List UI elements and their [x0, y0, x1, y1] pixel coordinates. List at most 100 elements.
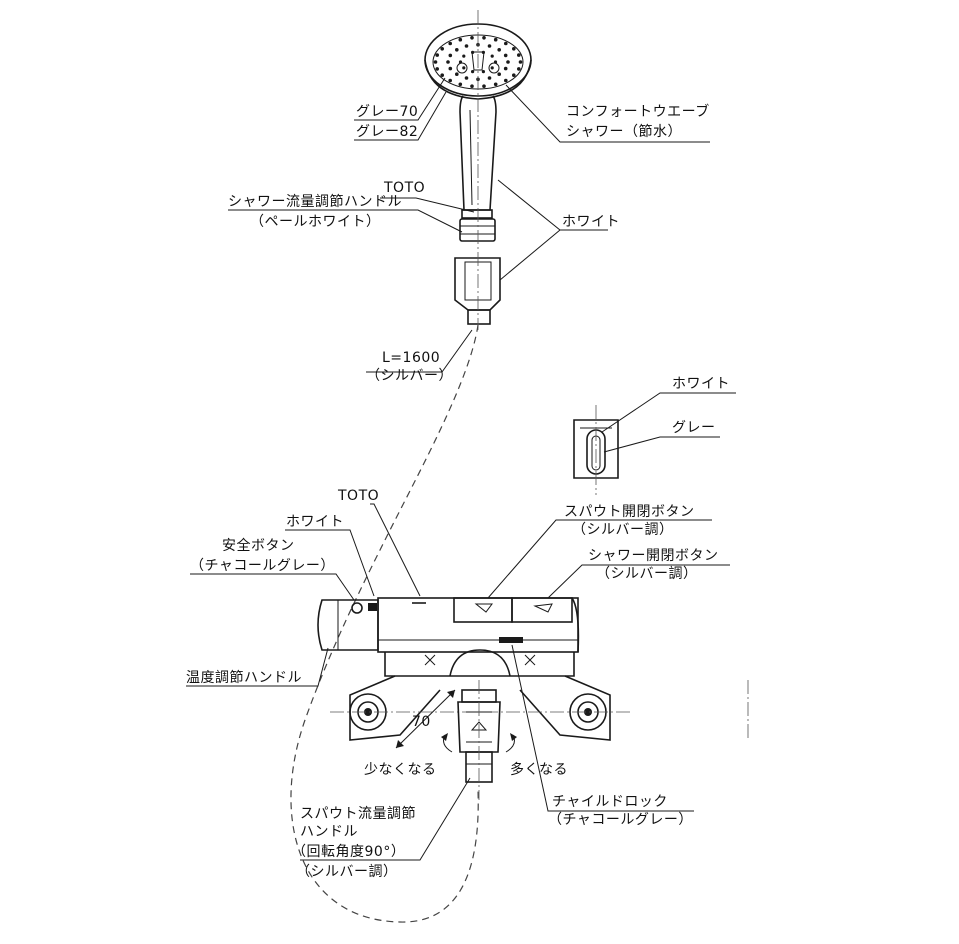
leader-lines [186, 77, 736, 861]
nozzle-dot [490, 66, 494, 70]
nozzle-dot [448, 66, 453, 71]
label-spout-flow-handle: スパウト流量調節 [300, 806, 416, 822]
label-child-lock-sub: （チャコールグレー） [548, 812, 693, 828]
label-safety-button-sub: （チャコールグレー） [190, 558, 335, 574]
holder-detail-body [573, 419, 619, 479]
shower-holder-upper [454, 257, 501, 325]
spout-neck [449, 649, 511, 677]
left-elbow-body [349, 675, 441, 741]
shower-hose [290, 324, 479, 923]
label-shower-flow-handle-sub: （ペールホワイト） [250, 214, 381, 230]
spout-flow-handle [457, 701, 501, 753]
nozzle-dot [448, 53, 453, 58]
shower-button [511, 597, 573, 623]
nozzle-dot [503, 66, 508, 71]
leader-spout-flow [300, 777, 471, 861]
shower-center-mark [471, 51, 485, 71]
label-temperature-handle: 温度調節ハンドル [186, 670, 302, 686]
leader-child-lock [511, 644, 694, 812]
label-grey82: グレー82 [356, 124, 419, 140]
leader-hose [366, 329, 473, 373]
body-end-cap [571, 597, 580, 653]
leader-comfort [505, 84, 710, 143]
nozzle-dot [493, 37, 498, 42]
label-spout-flow-handle-4: （シルバー調） [296, 864, 398, 880]
shower-flow-handle [459, 218, 496, 242]
label-hose-length-sub: （シルバー） [366, 368, 453, 384]
nozzle-dot [512, 47, 516, 51]
safety-button [351, 602, 363, 614]
leader-grey70 [354, 77, 446, 121]
leader-holder-white [601, 392, 736, 433]
nozzle-dot [462, 66, 466, 70]
label-comfort-wave-sub: シャワー（節水） [566, 124, 682, 140]
nozzle-dot [458, 37, 463, 42]
rotate-less-arrowhead [441, 733, 448, 741]
nozzle-dot [504, 78, 508, 83]
nozzle-dot [455, 72, 459, 76]
leader-white-holder [499, 229, 561, 281]
shower-nozzles [433, 36, 523, 88]
nozzle-dot [464, 76, 469, 80]
nozzle-dot [462, 54, 466, 58]
label-less: 少なくなる [364, 762, 437, 778]
leader-toto-top [380, 197, 475, 213]
left-elbow-hole [364, 708, 372, 716]
right-elbow-body [519, 675, 611, 741]
nozzle-dot [446, 60, 450, 64]
nozzle-dot [506, 60, 510, 64]
nozzle-dot [458, 82, 463, 87]
label-white-body: ホワイト [286, 514, 344, 530]
nozzle-dot [464, 44, 469, 48]
nozzle-dot [482, 84, 486, 88]
label-toto-top: TOTO [384, 180, 426, 196]
right-elbow-hole [584, 708, 592, 716]
label-comfort-wave: コンフォートウエーブ [566, 104, 710, 120]
temperature-handle [317, 599, 379, 651]
nozzle-dot [471, 70, 475, 74]
nozzle-dot [470, 36, 474, 40]
hose-connector [467, 309, 491, 325]
nozzle-dot [497, 72, 502, 76]
nozzle-dot [440, 47, 445, 51]
dimension-arrow-a [396, 740, 404, 748]
shower-grip [459, 95, 497, 242]
shower-button-icon [533, 603, 553, 613]
nozzle-dot [435, 67, 440, 71]
label-shower-button: シャワー開閉ボタン [588, 548, 719, 564]
center-mark-right [524, 654, 536, 666]
right-elbow [519, 675, 611, 741]
child-lock [499, 637, 523, 643]
leader-shower-button [547, 564, 730, 599]
label-holder-white: ホワイト [672, 376, 730, 392]
label-hose-length: L=1600 [382, 350, 441, 366]
label-grey70: グレー70 [356, 104, 419, 120]
white-indicator [368, 603, 377, 611]
nozzle-dot [517, 53, 521, 57]
nozzle-dot [503, 53, 508, 58]
nozzle-dot [512, 73, 516, 77]
label-spout-flow-handle-2: ハンドル [300, 824, 358, 840]
grip-highlight [469, 109, 473, 206]
label-white-hose: ホワイト [562, 214, 620, 230]
label-holder-grey: グレー [672, 420, 716, 436]
label-spout-button-sub: （シルバー調） [572, 522, 674, 538]
nozzle-dot [487, 76, 492, 80]
label-spout-flow-handle-3: （回転角度90°） [292, 844, 406, 860]
holder-detail [573, 405, 619, 495]
leader-shower-handle [228, 209, 463, 233]
spout [457, 680, 501, 800]
nozzle-dot [470, 84, 474, 88]
nozzle-dot [493, 82, 498, 87]
nozzle-dot [482, 36, 486, 40]
leader-white-body [285, 529, 375, 597]
label-child-lock: チャイルドロック [552, 794, 668, 810]
nozzle-dot [440, 73, 445, 77]
shower-mode-dot-right [488, 62, 500, 74]
left-elbow [349, 675, 441, 741]
leader-grey82 [354, 91, 447, 141]
spout-button-icon [474, 603, 493, 613]
label-shower-flow-handle: シャワー流量調節ハンドル [228, 194, 402, 210]
